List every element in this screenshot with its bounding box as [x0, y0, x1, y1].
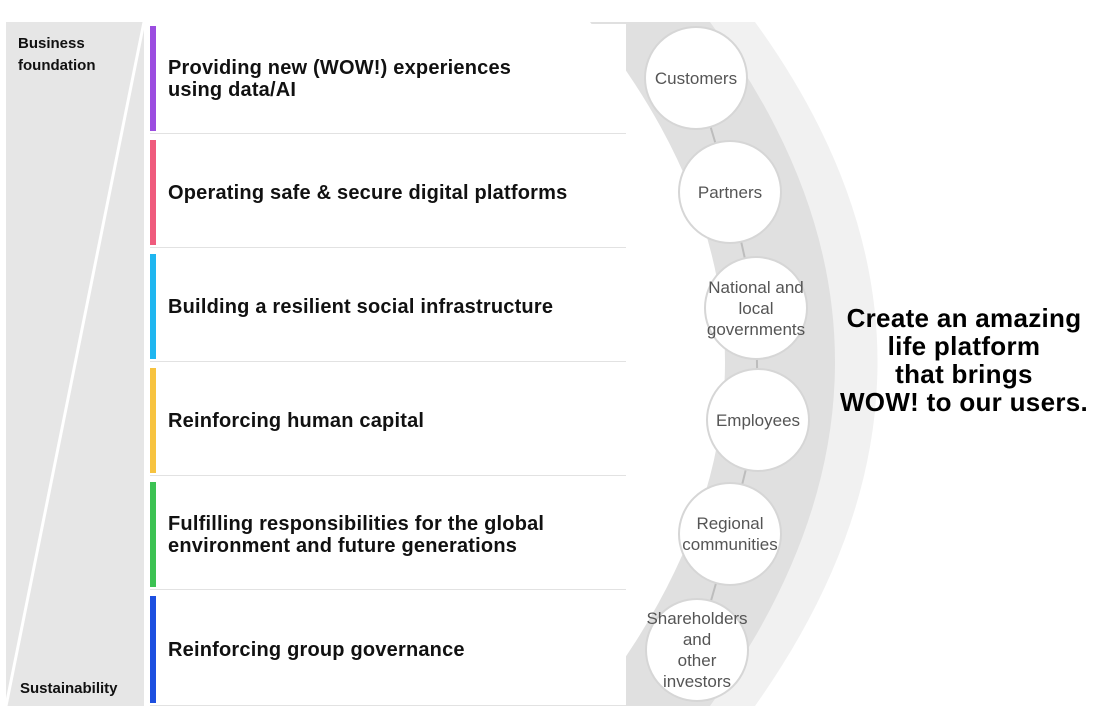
- stakeholder-circle: Employees: [706, 368, 810, 472]
- materiality-label: Fulfilling responsibilities for the glob…: [168, 512, 545, 557]
- materiality-color-bar: [150, 596, 156, 703]
- stakeholder-label: Customers: [654, 68, 738, 88]
- materiality-row: Reinforcing human capital: [150, 366, 626, 476]
- materiality-color-bar: [150, 26, 156, 131]
- materiality-color-bar: [150, 482, 156, 587]
- stakeholder-circle: Customers: [644, 26, 748, 130]
- stakeholder-label: Partners: [697, 182, 763, 202]
- materiality-label: Providing new (WOW!) experiences using d…: [168, 56, 512, 101]
- business-foundation-label: Business foundation: [18, 35, 96, 74]
- materiality-label: Building a resilient social infrastructu…: [168, 295, 554, 318]
- outer-arc-band: [620, 22, 878, 706]
- materiality-color-bar: [150, 254, 156, 359]
- stakeholder-circle: National and local governments: [704, 256, 808, 360]
- stakeholder-circle: Regional communities: [678, 482, 782, 586]
- wedge-diagonal: [4, 21, 146, 707]
- stakeholder-circle: Shareholders and other investors: [645, 598, 749, 702]
- stakeholder-label: National and local governments: [706, 277, 806, 339]
- stakeholder-circle: Partners: [678, 140, 782, 244]
- materiality-row: Fulfilling responsibilities for the glob…: [150, 480, 626, 590]
- materiality-row: Operating safe & secure digital platform…: [150, 138, 626, 248]
- stakeholder-label: Shareholders and other investors: [646, 609, 748, 691]
- materiality-color-bar: [150, 140, 156, 245]
- stakeholder-label: Regional communities: [682, 514, 778, 554]
- materiality-row: Providing new (WOW!) experiences using d…: [150, 24, 626, 134]
- materiality-row: Reinforcing group governance: [150, 594, 626, 706]
- materiality-label: Operating safe & secure digital platform…: [168, 181, 568, 204]
- stakeholder-label: Employees: [715, 410, 801, 430]
- materiality-row: Building a resilient social infrastructu…: [150, 252, 626, 362]
- materiality-color-bar: [150, 368, 156, 473]
- vision-tagline: Create an amazing life platform that bri…: [839, 303, 1089, 417]
- sustainability-label: Sustainability: [20, 680, 118, 697]
- materiality-label: Reinforcing human capital: [168, 409, 425, 432]
- materiality-label: Reinforcing group governance: [168, 638, 465, 661]
